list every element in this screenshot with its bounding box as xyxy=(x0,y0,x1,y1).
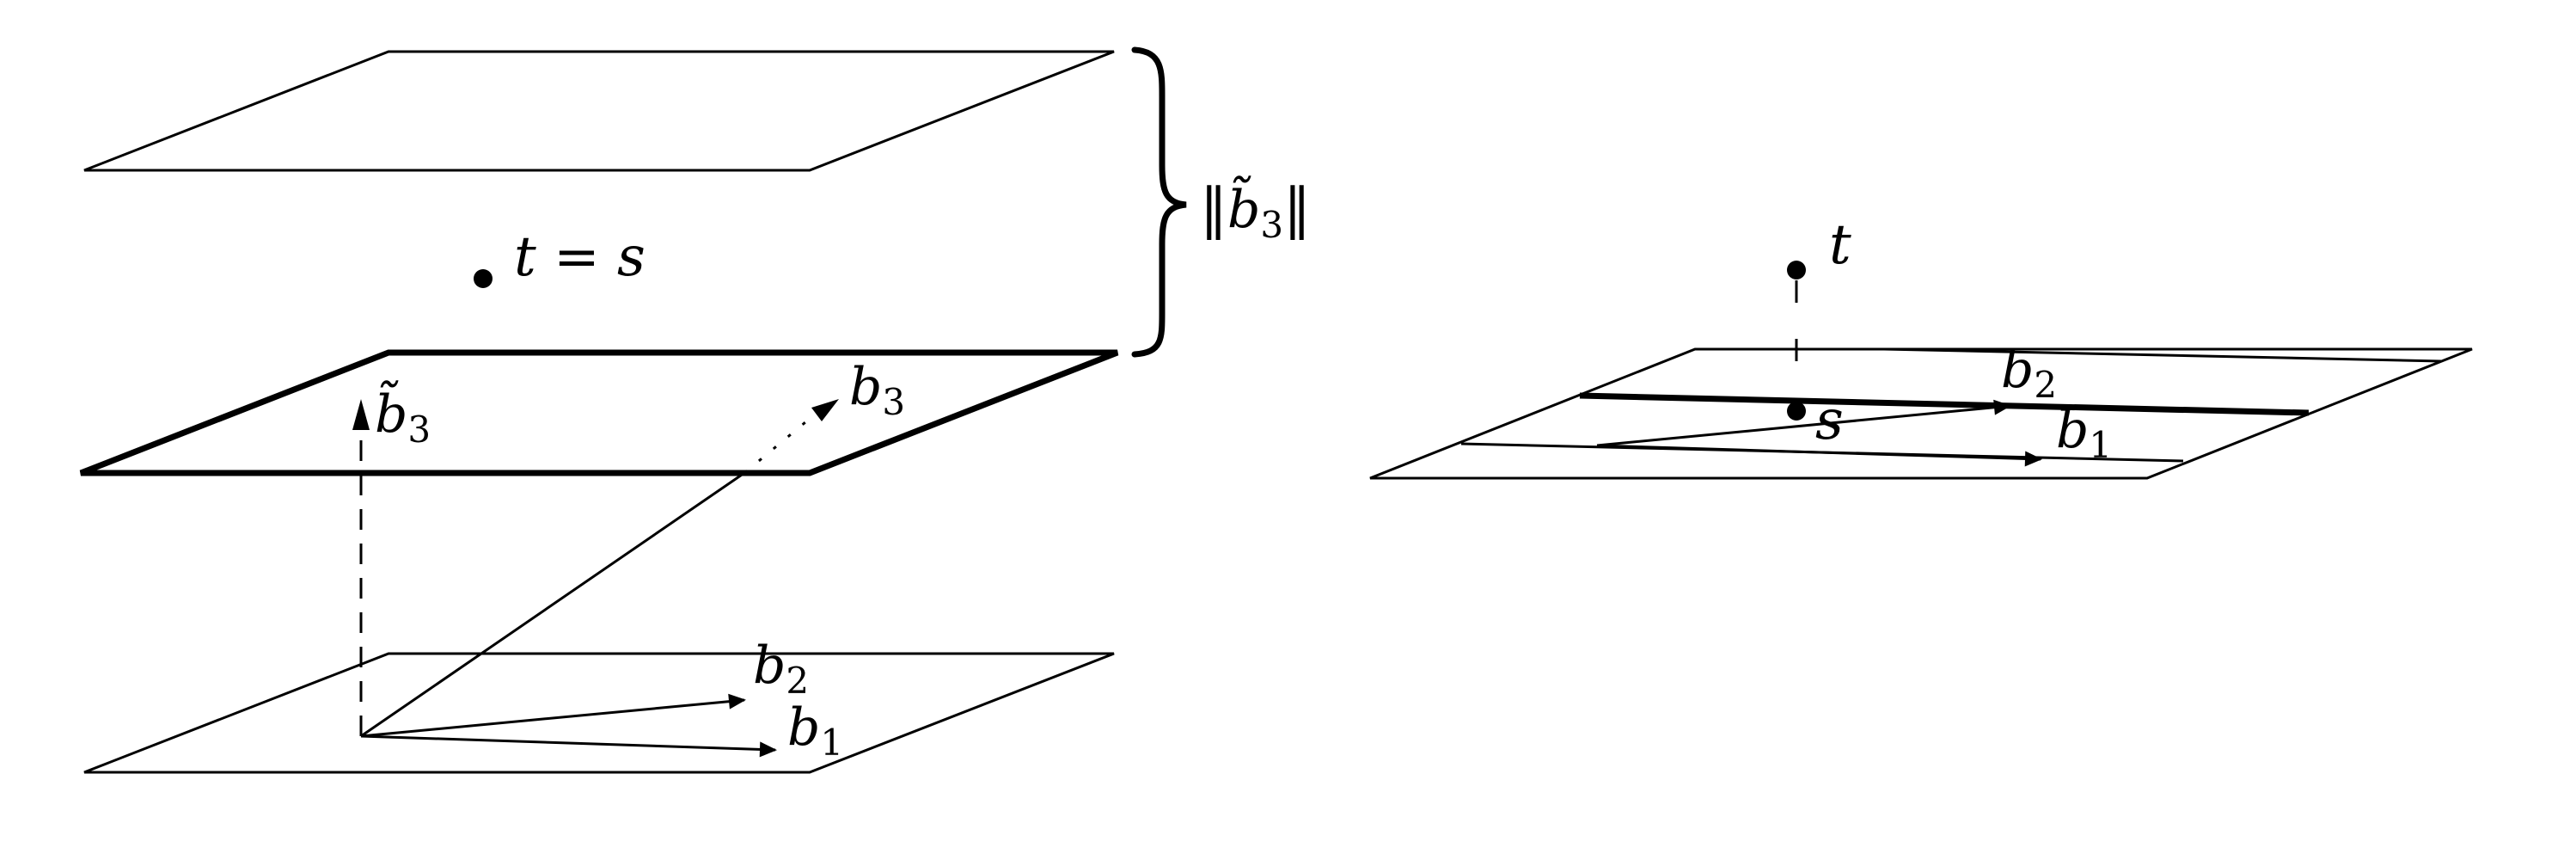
b3-arrowhead xyxy=(811,399,839,421)
label-b2: b2 xyxy=(753,636,809,702)
right-b2-vector xyxy=(1596,399,2011,447)
right-b1-vector xyxy=(1596,444,2042,467)
label-t: t xyxy=(1829,213,1851,277)
top-plane xyxy=(83,50,1115,172)
point-t xyxy=(1787,261,1806,280)
left-figure: t = s b̃3 b3 b2 b1 ‖b̃3‖ xyxy=(79,46,1311,774)
bottom-plane xyxy=(83,652,1115,774)
curly-brace xyxy=(1131,46,1187,358)
label-b3: b3 xyxy=(849,357,905,423)
right-label-b2: b2 xyxy=(2001,340,2057,406)
lattice-line-bold xyxy=(1579,392,2310,416)
b1-vector xyxy=(360,734,777,758)
right-plane xyxy=(1369,347,2473,480)
b3-vector-dotted xyxy=(743,408,822,475)
lattice-line-top xyxy=(1883,347,2442,363)
label-norm-b3-tilde: ‖b̃3‖ xyxy=(1200,176,1311,246)
right-figure: t s b2 b1 xyxy=(1369,213,2473,480)
b3-tilde-arrowhead xyxy=(352,399,370,430)
b3-vector-solid xyxy=(360,471,745,738)
label-s: s xyxy=(1815,389,1844,452)
middle-plane xyxy=(79,349,1119,476)
point-s xyxy=(1787,402,1806,421)
point-t-equals-s xyxy=(474,269,493,288)
label-b1: b1 xyxy=(787,697,843,764)
b2-vector xyxy=(360,693,746,738)
label-b3-tilde: b̃3 xyxy=(375,381,431,451)
right-label-b1: b1 xyxy=(2056,400,2112,466)
label-t-equals-s: t = s xyxy=(514,225,646,289)
